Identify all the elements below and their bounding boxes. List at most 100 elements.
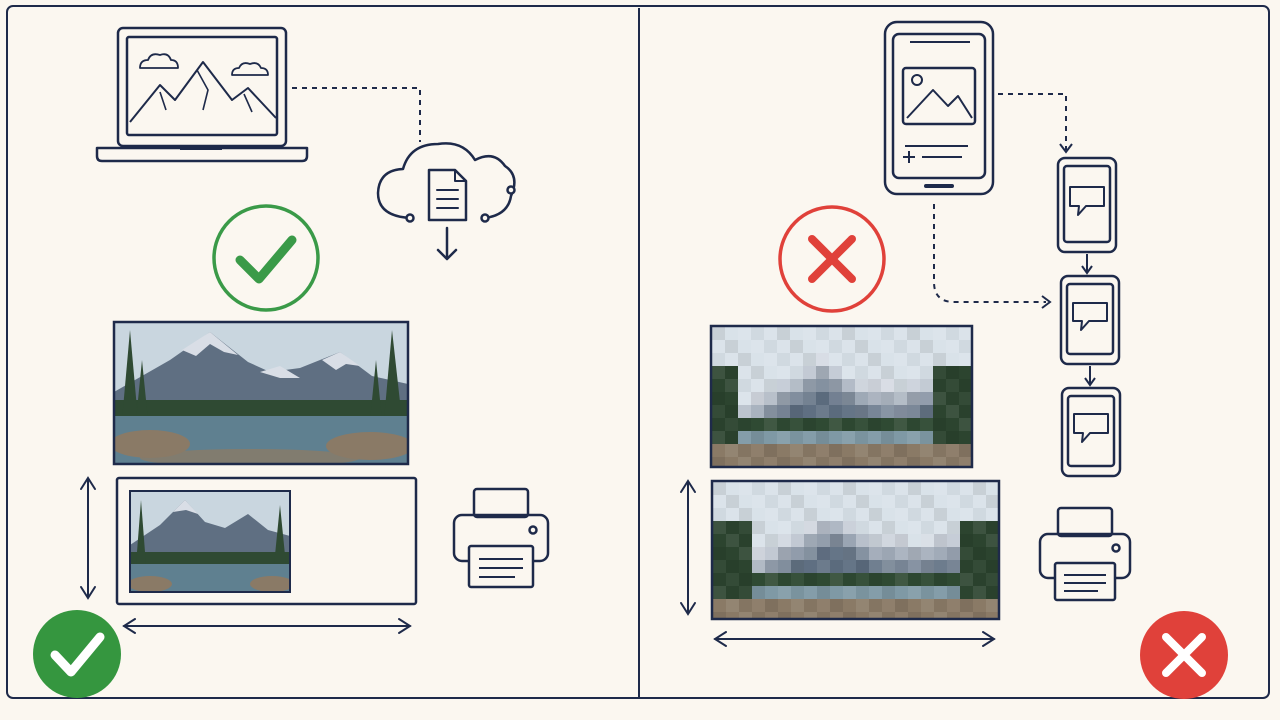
pixel-block: [920, 444, 934, 458]
pixel-block: [894, 431, 908, 445]
pixel-block: [843, 534, 857, 548]
left-panel: [33, 26, 550, 698]
pixel-block: [933, 444, 947, 458]
pixel-block: [752, 508, 766, 522]
pixel-block: [856, 560, 870, 574]
pixel-block: [947, 534, 961, 548]
pixel-block: [804, 612, 818, 618]
pixel-block: [856, 521, 870, 535]
pixel-block: [921, 560, 935, 574]
pixel-block: [751, 392, 765, 406]
pixel-block: [751, 327, 765, 341]
pixel-block: [713, 599, 727, 613]
pixel-block: [752, 521, 766, 535]
pixel-block: [739, 508, 753, 522]
pixel-block: [791, 495, 805, 509]
printer-icon: [452, 487, 550, 589]
pixel-block: [791, 521, 805, 535]
pixel-block: [765, 573, 779, 587]
pixel-block: [713, 508, 727, 522]
pixel-block: [920, 379, 934, 393]
pixel-block: [920, 392, 934, 406]
pixel-block: [946, 418, 960, 432]
pixel-block: [907, 392, 921, 406]
pixel-block: [830, 482, 844, 496]
pixel-block: [868, 366, 882, 380]
pixel-block: [778, 586, 792, 600]
pixel-block: [764, 392, 778, 406]
pixel-block: [830, 547, 844, 561]
pixel-block: [725, 431, 739, 445]
pixel-block: [856, 612, 870, 618]
pixel-block: [738, 418, 752, 432]
pixel-block: [933, 353, 947, 367]
pixel-block: [777, 457, 791, 466]
pixel-block: [881, 418, 895, 432]
pixel-block: [934, 521, 948, 535]
pixel-block: [959, 418, 971, 432]
pixel-block: [868, 340, 882, 354]
pixel-block: [739, 547, 753, 561]
pixel-block: [803, 392, 817, 406]
pixel-block: [921, 599, 935, 613]
pixel-block: [764, 366, 778, 380]
pixel-block: [881, 379, 895, 393]
pixel-block: [881, 444, 895, 458]
pixel-block: [725, 340, 739, 354]
pixel-block: [804, 521, 818, 535]
printed-pixelated-frame: [710, 479, 1001, 621]
pixel-block: [895, 534, 909, 548]
pixel-block: [933, 366, 947, 380]
pixel-block: [829, 353, 843, 367]
pixel-block: [738, 379, 752, 393]
pixel-block: [907, 431, 921, 445]
pixel-block: [882, 573, 896, 587]
pixel-block: [803, 366, 817, 380]
pixel-block: [816, 457, 830, 466]
pixel-block: [855, 392, 869, 406]
pixel-block: [726, 521, 740, 535]
pixel-block: [869, 573, 883, 587]
pixel-block: [934, 599, 948, 613]
height-dimension-arrow: [80, 476, 96, 600]
pixel-block: [947, 612, 961, 618]
relay-arrow-2: [1084, 366, 1096, 387]
pixel-block: [842, 431, 856, 445]
pixel-block: [856, 495, 870, 509]
pixel-block: [933, 405, 947, 419]
pixel-block: [908, 547, 922, 561]
pixel-block: [895, 612, 909, 618]
share-connector-top-head: [1059, 143, 1073, 154]
pixel-block: [947, 482, 961, 496]
pixel-block: [803, 444, 817, 458]
pixelated-landscape-photo: [712, 327, 971, 466]
pixel-block: [739, 534, 753, 548]
pixel-block: [868, 444, 882, 458]
pixel-block: [908, 482, 922, 496]
pixel-block: [959, 457, 971, 466]
pixel-block: [739, 521, 753, 535]
pixel-block: [960, 560, 974, 574]
pixel-block: [907, 405, 921, 419]
pixel-block: [842, 340, 856, 354]
pixel-block: [739, 612, 753, 618]
pixel-block: [791, 586, 805, 600]
pixel-block: [855, 405, 869, 419]
pixel-block: [933, 392, 947, 406]
pixel-block: [934, 586, 948, 600]
pixel-block: [946, 327, 960, 341]
pixel-block: [712, 327, 726, 341]
pixel-block: [778, 508, 792, 522]
pixel-block: [803, 457, 817, 466]
pixel-block: [908, 599, 922, 613]
pixel-block: [947, 560, 961, 574]
pixel-block: [946, 392, 960, 406]
pixel-block: [738, 327, 752, 341]
pixel-block: [726, 495, 740, 509]
pixel-block: [986, 599, 998, 613]
pixel-block: [765, 547, 779, 561]
pixel-block: [790, 431, 804, 445]
pixel-block: [739, 560, 753, 574]
pixel-block: [973, 560, 987, 574]
